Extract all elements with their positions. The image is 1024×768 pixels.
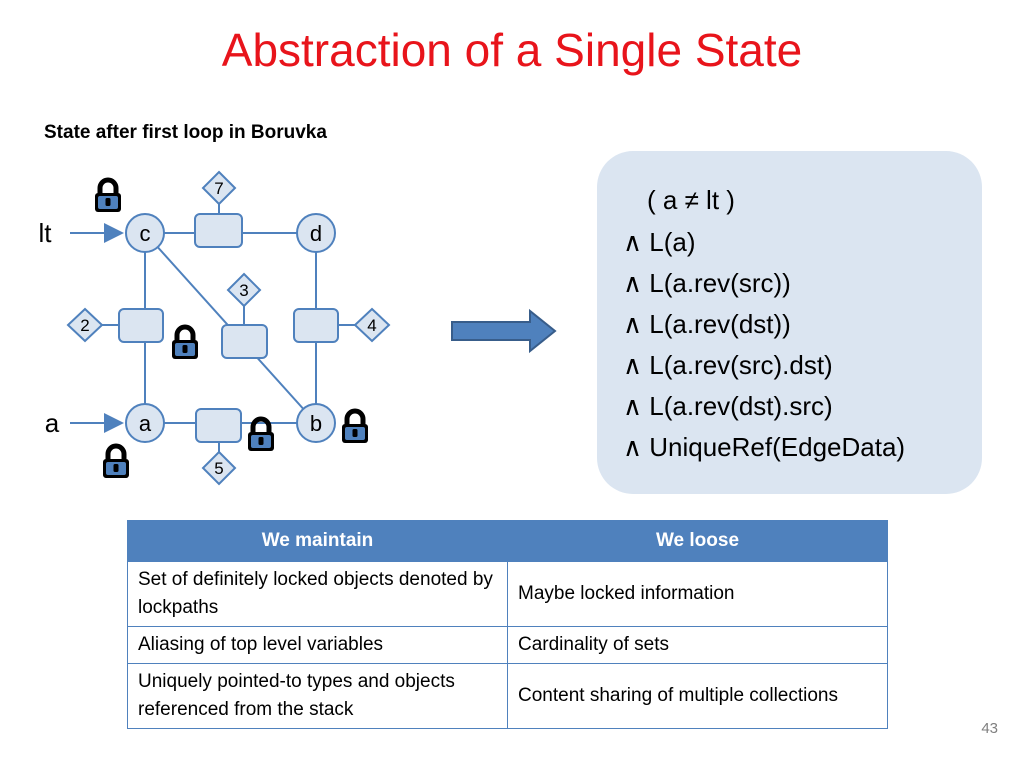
table-row: Set of definitely locked objects denoted…: [127, 561, 888, 627]
formula-line: ∧ L(a.rev(src).dst): [623, 350, 833, 380]
formula-line: ∧ L(a): [623, 227, 696, 257]
formula-line: ∧ L(a.rev(dst).src): [623, 391, 833, 421]
variable-lt: lt: [39, 218, 53, 248]
edge-box-top: [194, 213, 243, 248]
diagram-subtitle: State after first loop in Boruvka: [44, 122, 327, 143]
lock-icon: [172, 327, 198, 359]
node-c: [125, 213, 165, 253]
table-header-loose: We loose: [507, 520, 888, 562]
weight-label-5: 5: [214, 459, 223, 478]
weight-diamond-7: [201, 170, 237, 206]
weight-label-7: 7: [214, 179, 223, 198]
node-label-b: b: [310, 411, 322, 436]
table-cell: Set of definitely locked objects denoted…: [127, 561, 508, 627]
edge-box-center: [221, 324, 268, 359]
comparison-table: We maintain We loose Set of definitely l…: [127, 520, 888, 729]
weight-label-4: 4: [367, 316, 376, 335]
edge-box-right: [293, 308, 339, 343]
page-number: 43: [981, 720, 998, 737]
weight-diamond-3: [226, 272, 262, 308]
node-label-a: a: [139, 411, 152, 436]
abstraction-formula-box: ( a ≠ lt ) ∧ L(a) ∧ L(a.rev(src)) ∧ L(a.…: [597, 151, 982, 494]
formula-line: ∧ L(a.rev(dst)): [623, 309, 791, 339]
lock-icon: [103, 446, 129, 478]
lock-icon: [342, 411, 368, 443]
formula-line: ∧ UniqueRef(EdgeData): [623, 432, 906, 462]
node-a: [125, 403, 165, 443]
table-cell: Maybe locked information: [507, 561, 888, 627]
table-cell: Aliasing of top level variables: [127, 626, 508, 664]
formula-line: ( a ≠ lt ): [647, 185, 735, 215]
node-label-c: c: [140, 221, 151, 246]
slide-title: Abstraction of a Single State: [221, 24, 803, 76]
table-cell: Cardinality of sets: [507, 626, 888, 664]
weight-diamond-4: [353, 307, 391, 343]
edge-box-left: [118, 308, 164, 343]
node-label-d: d: [310, 221, 322, 246]
table-cell: Uniquely pointed-to types and objects re…: [127, 663, 508, 729]
weight-diamond-2: [66, 307, 104, 343]
table-cell: Content sharing of multiple collections: [507, 663, 888, 729]
implies-block-arrow-icon: [451, 308, 557, 354]
weight-label-3: 3: [239, 281, 248, 300]
node-d: [296, 213, 336, 253]
lock-icon: [95, 180, 121, 212]
table-row: Aliasing of top level variables Cardinal…: [127, 626, 888, 664]
node-b: [296, 403, 336, 443]
table-header-maintain: We maintain: [127, 520, 508, 562]
table-header-row: We maintain We loose: [127, 520, 888, 562]
formula-line: ∧ L(a.rev(src)): [623, 268, 791, 298]
weight-diamond-5: [201, 450, 237, 486]
edge-box-bottom: [195, 408, 242, 443]
weight-label-2: 2: [80, 316, 89, 335]
table-row: Uniquely pointed-to types and objects re…: [127, 663, 888, 729]
variable-a: a: [45, 408, 60, 438]
